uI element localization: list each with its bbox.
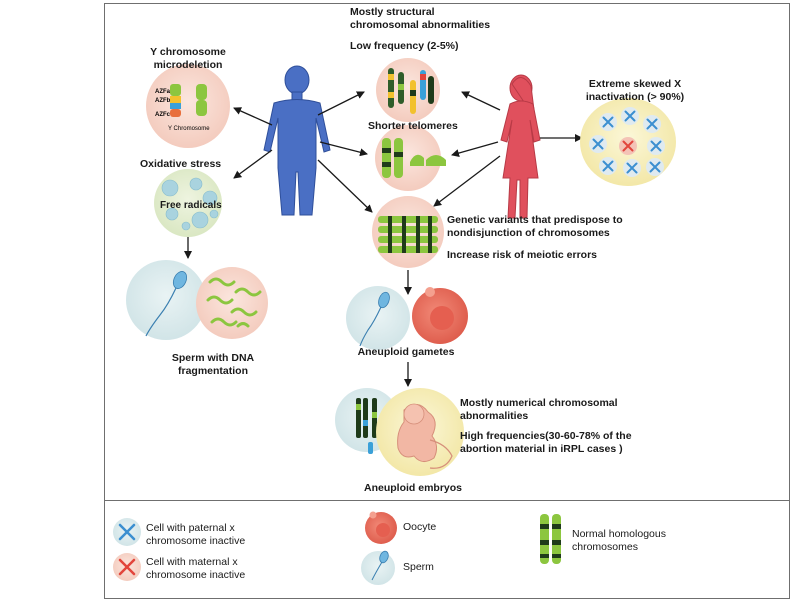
meiotic-errors-label: Increase risk of meiotic errors [447, 249, 597, 261]
azfa-label: AZFa [155, 89, 171, 95]
maternal-x-cell [619, 137, 637, 155]
paternal-x-cell [621, 107, 639, 125]
azfb-label: AZFb [155, 98, 171, 104]
aneuploid-gametes-label: Aneuploid gametes [357, 346, 455, 358]
arrows [184, 91, 583, 387]
legend-paternal-label: Cell with paternal x chromosome inactive [146, 522, 246, 547]
legend-divider [104, 500, 790, 501]
legend-homologous-icon [540, 514, 561, 564]
male-figure [263, 65, 331, 216]
paternal-x-cell [589, 135, 607, 153]
paternal-x-cell [599, 157, 617, 175]
low-frequency-label: Low frequency (2-5%) [350, 40, 459, 52]
telomeres-label: Shorter telomeres [368, 120, 458, 132]
y-microdeletion-label: Y chromosome microdeletion [150, 46, 226, 71]
paternal-x-cell [647, 137, 665, 155]
paternal-x-cell [646, 158, 664, 176]
genetic-variants-label: Genetic variants that predispose to nond… [447, 214, 623, 239]
paternal-x-cell [623, 159, 641, 177]
high-frequency-label: High frequencies(30-60-78% of the aborti… [460, 430, 632, 455]
dna-fragment-cell [196, 267, 268, 339]
chromosome-rearrangement-cell [375, 125, 446, 191]
aneuploid-oocyte-cell [412, 287, 468, 344]
diagram-frame [104, 3, 790, 599]
aneuploid-embryos-label: Aneuploid embryos [363, 482, 462, 494]
x-skew-label: Extreme skewed X inactivation (> 90%) [585, 78, 685, 103]
free-radicals-label: Free radicals [160, 200, 222, 211]
legend-homologous-label: Normal homologous chromosomes [572, 528, 666, 553]
legend-paternal-icon [113, 518, 141, 546]
y-chromosome-label: Y Chromosome [168, 126, 210, 132]
aneuploid-sperm-cell [346, 286, 410, 350]
free-radicals-cell [154, 169, 222, 237]
paternal-x-cell [599, 113, 617, 131]
paternal-x-cell [643, 115, 661, 133]
numerical-label: Mostly numerical chromosomal abnormaliti… [460, 397, 618, 422]
legend-sperm-label: Sperm [403, 561, 434, 573]
oxidative-stress-label: Oxidative stress [140, 158, 222, 170]
legend-maternal-icon [113, 553, 141, 581]
telomere-cell [376, 58, 440, 122]
azfc-label: AZFc [155, 112, 171, 118]
x-inactivation-cell [580, 98, 676, 186]
legend-maternal-label: Cell with maternal x chromosome inactive [146, 556, 246, 581]
legend-sperm-icon [361, 550, 395, 585]
female-figure [500, 74, 541, 219]
structural-label: Mostly structural chromosomal abnormalit… [350, 6, 491, 31]
sperm-cell-large [126, 260, 206, 340]
sperm-dna-label: Sperm with DNA fragmentation [171, 352, 255, 377]
y-chromosome-cell [146, 64, 230, 148]
legend-oocyte-label: Oocyte [403, 521, 437, 533]
legend-oocyte-icon [365, 511, 397, 544]
nondisjunction-cell [372, 196, 444, 268]
embryo-cell [376, 388, 464, 476]
